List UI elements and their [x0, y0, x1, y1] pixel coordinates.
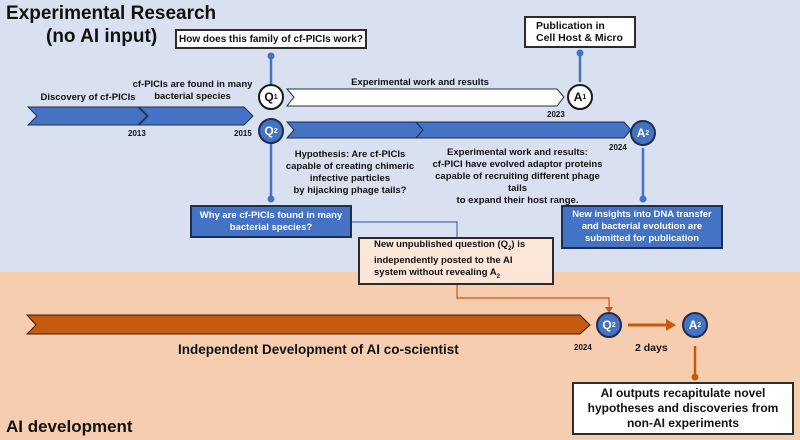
a2-connector-dot [639, 195, 647, 203]
stage-label-species: cf-PICIs are found in many bacterial spe… [132, 79, 253, 102]
ai-timeline-arrow [25, 314, 591, 335]
results-label: Experimental work and results: cf-PICI h… [432, 147, 603, 206]
duration-label: 2 days [635, 342, 668, 354]
year-2024-experimental: 2024 [609, 143, 627, 152]
track1-label: Experimental work and results [351, 77, 489, 88]
handoff-to-ai-line [456, 284, 610, 308]
experimental-section-subtitle: (no AI input) [46, 26, 158, 47]
ai-timeline-label: Independent Development of AI co-scienti… [178, 342, 459, 357]
track1-arrow [285, 88, 565, 107]
experimental-section-title: Experimental Research [6, 3, 217, 24]
year-2013: 2013 [128, 129, 146, 138]
question-box-q1: How does this family of cf-PICIs work? [175, 29, 367, 49]
q2-to-handoff-line [352, 221, 458, 239]
track2-arrow-hypothesis [285, 121, 424, 139]
ai-q-to-a-arrowhead [666, 319, 676, 331]
year-2015: 2015 [234, 129, 252, 138]
ai-a2-connector-dot [691, 373, 699, 381]
a1-connector-dot [576, 49, 584, 57]
handoff-arrowhead [605, 307, 613, 313]
ai-result-box: AI outputs recapitulate novel hypotheses… [572, 382, 794, 435]
ai-section-title: AI development [6, 417, 133, 436]
track2-arrow-results [414, 121, 632, 139]
q2-connector-dot [267, 195, 275, 203]
answer-box-a2: New insights into DNA transfer and bacte… [561, 205, 723, 249]
stage-label-discovery: Discovery of cf-PICIs [40, 92, 136, 103]
hypothesis-label: Hypothesis: Are cf-PICIs capable of crea… [285, 149, 415, 196]
q1-connector-dot [267, 52, 275, 60]
handoff-box: New unpublished question (Q2) is indepen… [358, 237, 554, 285]
stage-chevron-discovery [26, 106, 148, 126]
year-2024-ai: 2024 [574, 343, 592, 352]
year-2023: 2023 [547, 110, 565, 119]
stage-chevron-species [137, 106, 254, 126]
